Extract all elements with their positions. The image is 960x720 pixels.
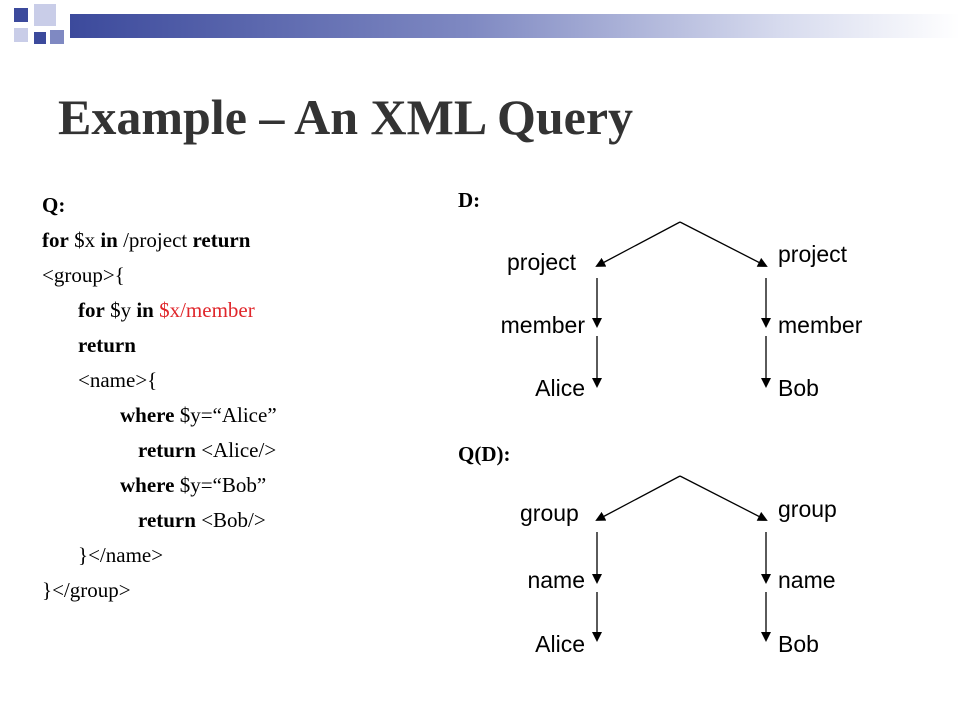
node-alice: Alice [535,631,585,657]
node-project-right: project [778,241,848,267]
code-line: where $y=“Alice” [120,403,277,427]
node-bob: Bob [778,375,819,401]
node-project-left: project [507,249,577,275]
edge-root-right [679,221,768,267]
node-name-left: name [527,567,585,593]
code-line: return <Bob/> [138,508,266,532]
code-line: for $y in $x/member [78,298,255,322]
edge-root-right [679,475,768,521]
node-alice: Alice [535,375,585,401]
edge-root-left [595,475,681,521]
code-line: where $y=“Bob” [120,473,267,497]
code-line: for $x in /project return [42,228,251,252]
query-code: Q: for $x in /project return <group>{ fo… [42,188,277,608]
node-group-right: group [778,496,837,522]
code-line: return [78,333,136,357]
code-line: return <Alice/> [138,438,277,462]
node-name-right: name [778,567,836,593]
node-member-left: member [501,312,586,338]
document-tree: project project member member Alice Bob [501,221,863,401]
code-line: }</name> [78,543,164,567]
node-bob: Bob [778,631,819,657]
result-tree: group group name name Alice Bob [520,475,837,657]
code-line: }</group> [42,578,131,602]
query-label: Q: [42,193,66,217]
edge-root-left [595,221,681,267]
result-label: Q(D): [458,442,511,466]
node-group-left: group [520,500,579,526]
document-label: D: [458,188,481,212]
code-line: <name>{ [78,368,158,392]
slide-header-decoration [0,0,960,60]
node-member-right: member [778,312,863,338]
slide-title: Example – An XML Query [58,89,634,145]
code-line: <group>{ [42,263,125,287]
